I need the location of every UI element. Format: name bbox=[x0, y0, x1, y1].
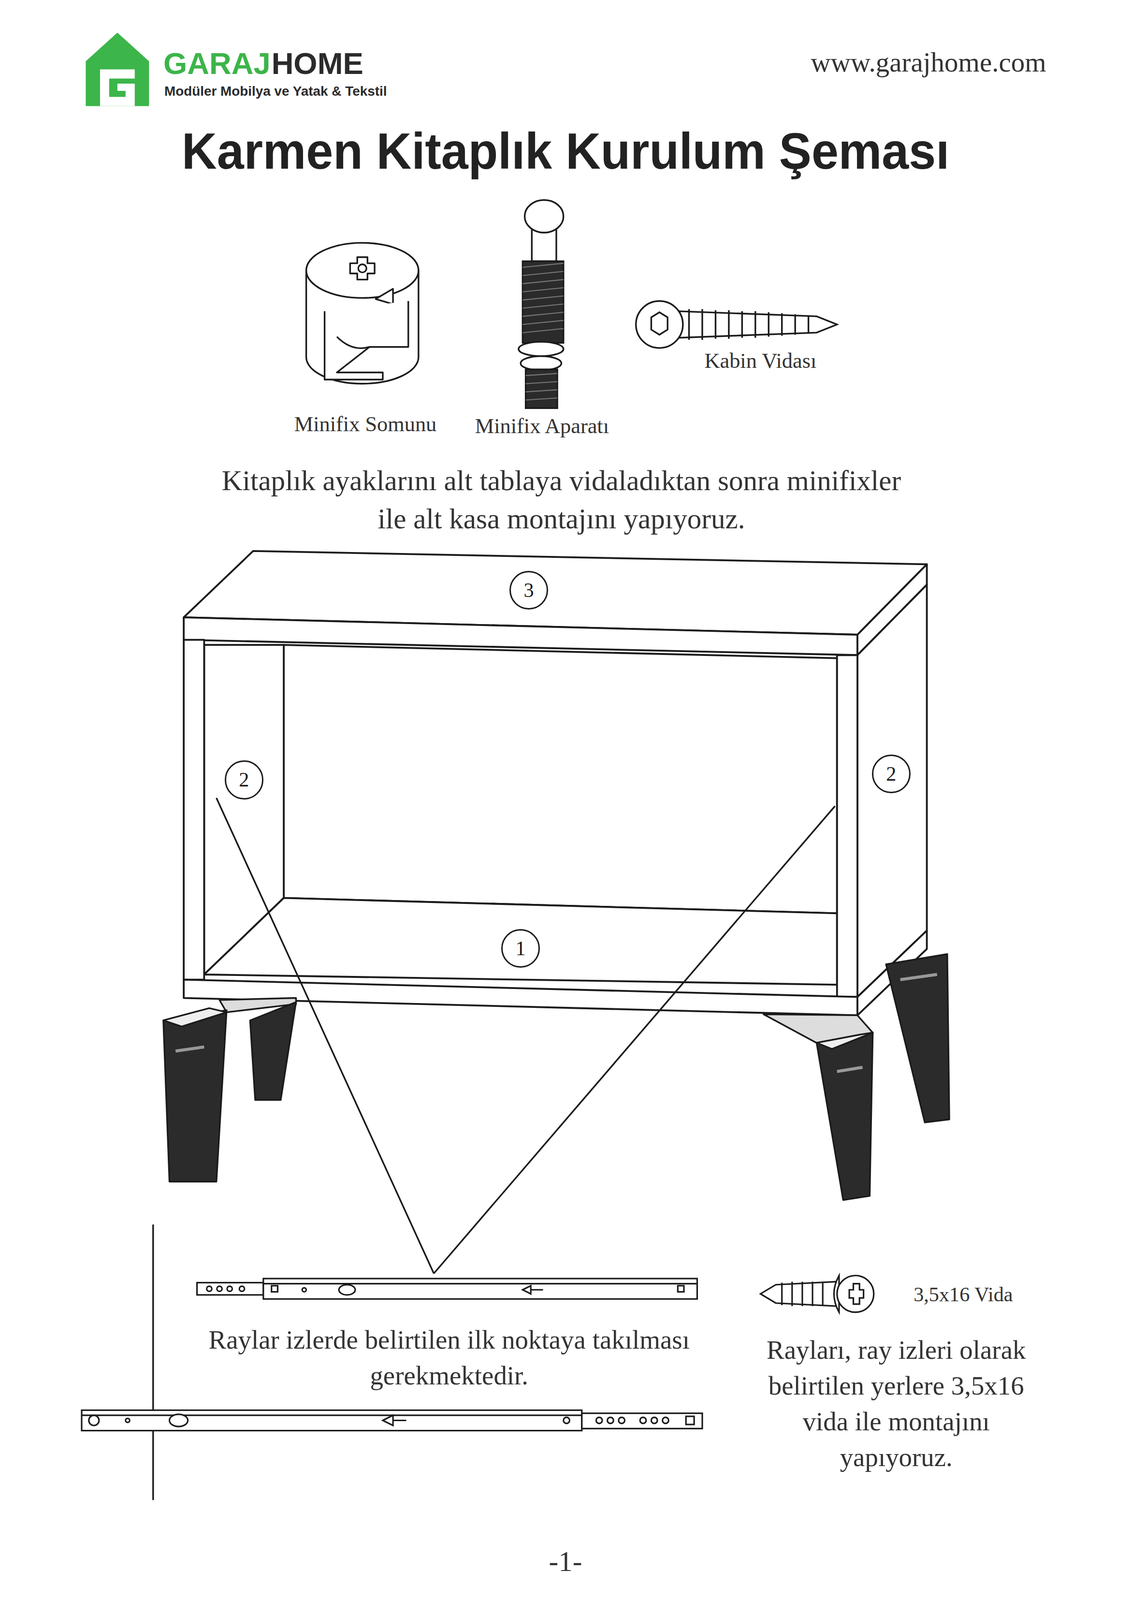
brand-name: HOME bbox=[271, 46, 364, 81]
minifix-nut-part bbox=[375, 288, 393, 305]
bookcase bbox=[183, 551, 927, 1015]
drawer-rail-part bbox=[81, 1414, 582, 1416]
drawer-rail-part bbox=[81, 1409, 582, 1431]
minifix-bolt-part bbox=[520, 356, 562, 371]
drawer-rail-part bbox=[263, 1278, 698, 1299]
drawer-rail-part bbox=[382, 1415, 407, 1426]
drawer-rail-part bbox=[662, 1417, 669, 1424]
bookcase-legs-part bbox=[163, 1010, 227, 1182]
minifix-nut-part bbox=[324, 301, 409, 380]
drawer-rail-part bbox=[607, 1417, 614, 1424]
brand-name: GARAJ bbox=[163, 46, 271, 81]
bookcase-part bbox=[283, 644, 838, 914]
drawer-rail-part bbox=[338, 1284, 356, 1295]
bookcase-part bbox=[203, 898, 837, 985]
callout-number: 1 bbox=[501, 928, 540, 968]
minifix-bolt-part bbox=[522, 263, 564, 334]
drawer-rail-part bbox=[651, 1417, 658, 1424]
cabinet-screw-part bbox=[636, 301, 683, 348]
page-title: Karmen Kitaplık Kurulum Şeması bbox=[181, 120, 950, 182]
callout-text: 3 bbox=[523, 580, 534, 601]
drawer-rail-part bbox=[302, 1287, 306, 1292]
page-number: -1- bbox=[549, 1544, 583, 1579]
bookcase-legs-part bbox=[163, 1008, 227, 1027]
drawer-rail-part bbox=[639, 1417, 647, 1424]
bookcase-legs-part bbox=[885, 954, 950, 1123]
brand-tagline: Modüler Mobilya ve Yatak & Tekstil bbox=[164, 83, 387, 99]
minifix-bolt bbox=[518, 200, 564, 409]
leader-line-part bbox=[216, 797, 435, 1274]
minifix-nut-part bbox=[336, 336, 370, 349]
bookcase-part bbox=[183, 617, 858, 655]
wood-screw-part bbox=[760, 1281, 837, 1306]
leader-line bbox=[153, 797, 836, 1500]
bookcase-part bbox=[183, 639, 204, 980]
minifix-nut-part bbox=[306, 242, 419, 298]
logo-house-part bbox=[100, 69, 135, 107]
part-name: Minifix Somunu bbox=[294, 411, 437, 437]
callout-number: 2 bbox=[871, 754, 911, 794]
bookcase-part bbox=[857, 584, 928, 998]
wood-screw bbox=[760, 1275, 874, 1313]
instruction-note: Kitaplık ayaklarını alt tablaya vidaladı… bbox=[203, 461, 919, 539]
part-name: 3,5x16 Vida bbox=[913, 1282, 1013, 1307]
drawer-rail-part bbox=[88, 1415, 100, 1426]
leader-line-part bbox=[434, 806, 836, 1274]
bookcase-legs-part bbox=[175, 974, 937, 1072]
cabinet-screw-part bbox=[651, 312, 668, 335]
logo-house bbox=[85, 32, 149, 107]
drawer-rail-part bbox=[677, 1285, 684, 1292]
wood-screw-part bbox=[837, 1275, 874, 1313]
callout-text: 2 bbox=[885, 763, 897, 784]
drawer-rail-part bbox=[227, 1286, 233, 1292]
callout-text: 1 bbox=[515, 938, 526, 959]
drawer-rail-part bbox=[618, 1417, 625, 1424]
drawer-rail-part bbox=[263, 1282, 698, 1285]
bookcase-legs-part bbox=[249, 1001, 296, 1101]
drawer-rail-part bbox=[169, 1414, 189, 1427]
bookcase-part bbox=[837, 654, 858, 997]
instruction-note: Raylar izlerde belirtilen ilk noktaya ta… bbox=[203, 1321, 695, 1394]
logo-house-part bbox=[85, 32, 149, 107]
minifix-bolt-part bbox=[522, 261, 564, 343]
drawer-rail-part bbox=[595, 1417, 603, 1424]
drawer-rail bbox=[81, 1278, 703, 1431]
drawer-rail-part bbox=[271, 1285, 278, 1292]
wood-screw-part bbox=[782, 1281, 823, 1306]
minifix-nut-part bbox=[358, 264, 367, 273]
callout-text: 2 bbox=[238, 769, 249, 790]
drawer-rail-part bbox=[239, 1286, 245, 1292]
part-name: Kabin Vidası bbox=[704, 348, 817, 374]
drawer-rail-part bbox=[685, 1416, 695, 1425]
minifix-nut bbox=[306, 242, 419, 384]
drawer-rail-part bbox=[217, 1286, 223, 1292]
callout-number: 2 bbox=[224, 760, 264, 799]
minifix-bolt-part bbox=[525, 369, 558, 408]
drawer-rail-part bbox=[206, 1286, 213, 1292]
minifix-bolt-part bbox=[518, 341, 564, 357]
bookcase-legs-part bbox=[816, 1032, 873, 1049]
leader-line-part bbox=[152, 1224, 154, 1500]
cabinet-screw bbox=[636, 301, 838, 348]
minifix-nut-part bbox=[349, 257, 375, 280]
instruction-note: Rayları, ray izleri olarak belirtilen ye… bbox=[742, 1332, 1050, 1476]
drawer-rail-part bbox=[581, 1413, 703, 1429]
drawer-rail-part bbox=[563, 1417, 570, 1424]
minifix-bolt-part bbox=[525, 373, 558, 401]
website-url: www.garajhome.com bbox=[811, 45, 1047, 79]
part-name: Minifix Aparatı bbox=[475, 413, 609, 439]
drawer-rail-part bbox=[522, 1285, 543, 1294]
callout-number: 3 bbox=[509, 570, 549, 610]
minifix-bolt-part bbox=[524, 200, 564, 233]
drawer-rail-part bbox=[197, 1282, 264, 1295]
drawer-rail-part bbox=[125, 1418, 130, 1422]
bookcase-legs bbox=[163, 954, 950, 1201]
cabinet-screw-part bbox=[689, 309, 809, 340]
wood-screw-part bbox=[849, 1283, 864, 1305]
bookcase-legs-part bbox=[816, 1032, 873, 1200]
